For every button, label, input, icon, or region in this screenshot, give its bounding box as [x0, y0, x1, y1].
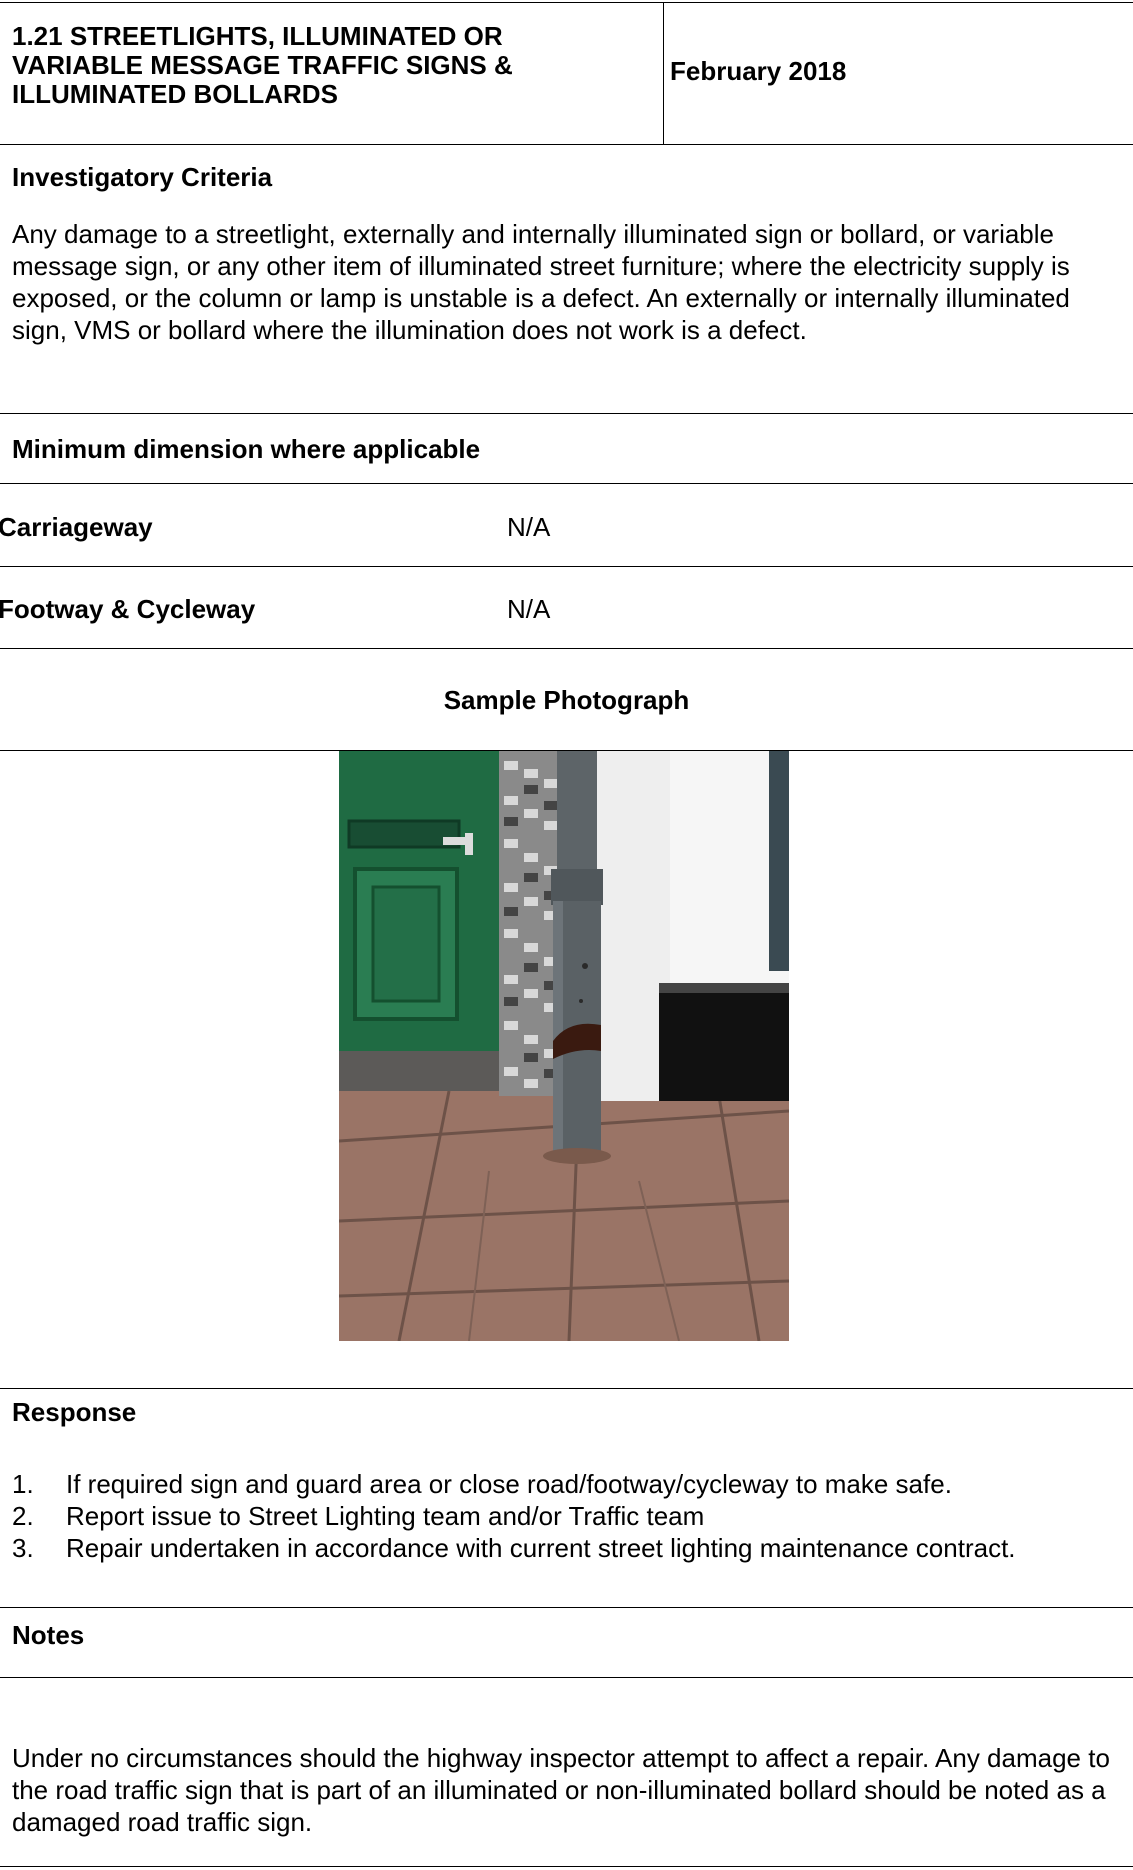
document-date: February 2018 [670, 56, 847, 86]
carriageway-label: Carriageway [0, 512, 153, 542]
response-heading: Response [12, 1397, 137, 1427]
rule-5 [0, 750, 1133, 751]
list-item: 1.If required sign and guard area or clo… [12, 1469, 952, 1499]
document-title: 1.21 STREETLIGHTS, ILLUMINATED OR VARIAB… [12, 21, 513, 109]
rule-header-top [0, 2, 1133, 3]
investigatory-criteria-text: Any damage to a streetlight, externally … [12, 219, 1070, 345]
carriageway-value: N/A [507, 512, 551, 542]
rule-7 [0, 1607, 1133, 1608]
minimum-dimension-heading: Minimum dimension where applicable [12, 434, 481, 464]
rule-2 [0, 483, 1133, 484]
rule-4 [0, 648, 1133, 649]
header-divider [663, 2, 664, 144]
rule-8 [0, 1677, 1133, 1678]
footway-cycleway-value: N/A [507, 594, 551, 624]
response-list: 1.If required sign and guard area or clo… [12, 1468, 1133, 1564]
rule-9 [0, 1866, 1133, 1867]
footway-cycleway-label: Footway & Cycleway [0, 594, 256, 624]
list-item: 3.Repair undertaken in accordance with c… [12, 1533, 1016, 1563]
investigatory-criteria-heading: Investigatory Criteria [12, 162, 273, 192]
rule-3 [0, 566, 1133, 567]
notes-text: Under no circumstances should the highwa… [12, 1743, 1110, 1837]
sample-photograph-caption: Sample Photograph [443, 685, 690, 715]
rule-6 [0, 1388, 1133, 1389]
rule-header-bottom [0, 144, 1133, 145]
notes-heading: Notes [12, 1620, 85, 1650]
rule-1 [0, 413, 1133, 414]
sample-photograph [339, 751, 789, 1341]
list-item: 2.Report issue to Street Lighting team a… [12, 1501, 705, 1531]
